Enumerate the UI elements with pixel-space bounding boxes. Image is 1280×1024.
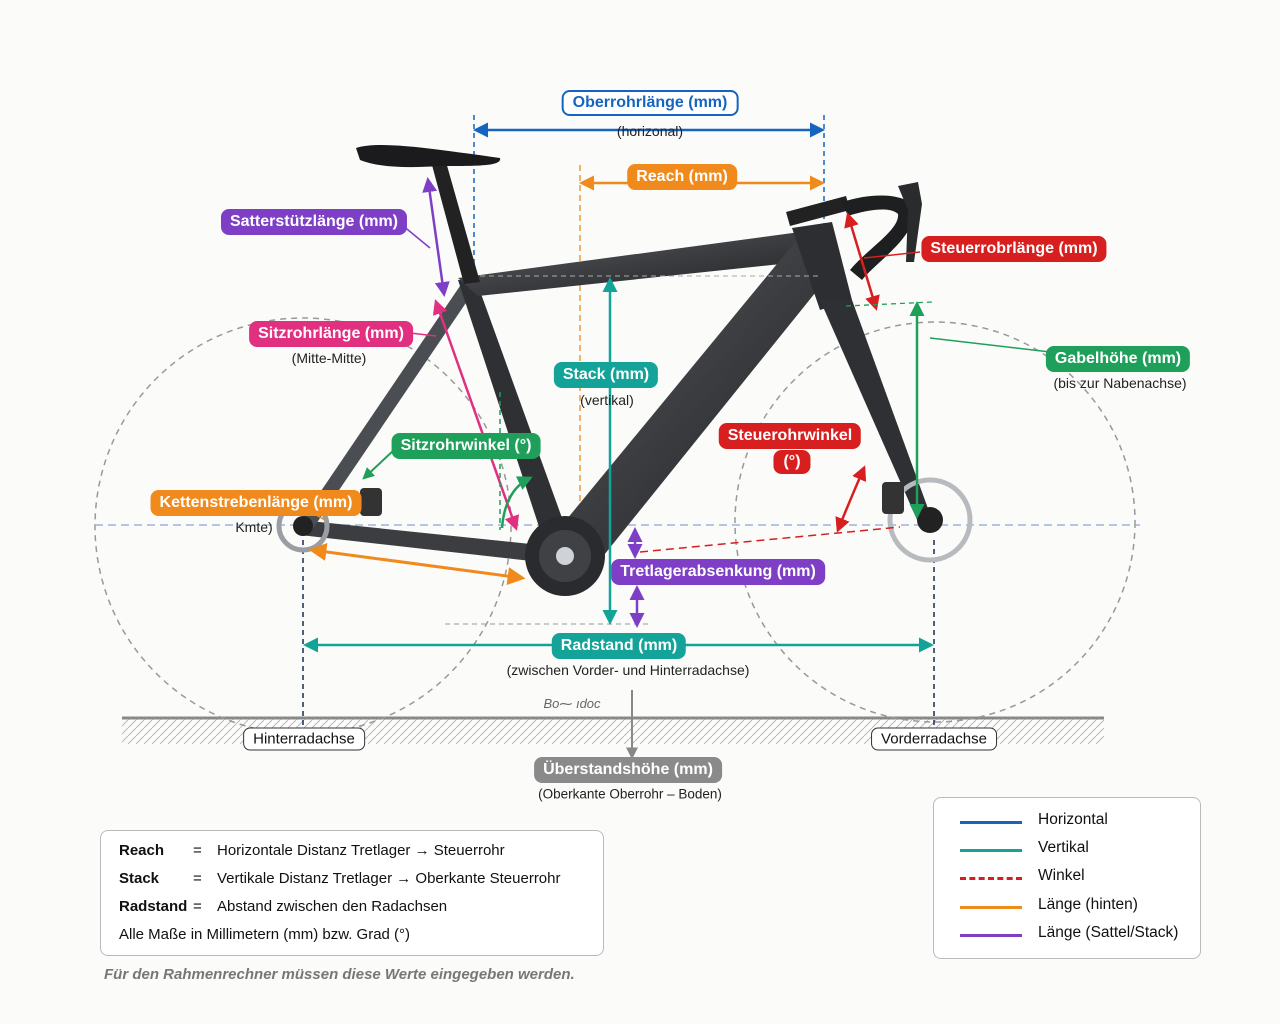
definition-eq: = xyxy=(193,870,202,887)
definition-eq: = xyxy=(193,898,202,915)
definition-eq: = xyxy=(193,842,202,859)
head-angle-label: Steuerohrwinkel xyxy=(718,423,862,449)
standover-label: Überstandshöhe (mm) xyxy=(534,757,722,783)
legend-item-laenge-sattel: Länge (Sattel/Stack) xyxy=(960,924,1190,946)
definition-text: Vertikale Distanz Tretlager → Oberkante … xyxy=(217,870,561,887)
seatpost-arrow xyxy=(422,177,450,297)
seat-angle-arc xyxy=(500,476,533,529)
head-tube-length-arrow xyxy=(844,212,880,311)
standover-sub: (Oberkante Oberrohr – Boden) xyxy=(538,786,722,802)
seat-tube-leader xyxy=(409,332,437,337)
ground-mark-text: Bo⁓ ıdoc xyxy=(543,696,601,711)
legend-swatch xyxy=(960,877,1022,880)
wheelbase-label: Radstand (mm) xyxy=(551,633,687,659)
definition-term: Reach xyxy=(119,842,165,859)
head-angle-unit: (°) xyxy=(773,450,811,474)
fork-top-guide xyxy=(845,301,933,307)
chainstay-arrow xyxy=(308,542,526,586)
seat-angle-label: Sitzrohrwinkel (°) xyxy=(391,433,541,459)
stack-sub: (vertikal) xyxy=(580,392,634,408)
legend-label: Winkel xyxy=(1038,867,1085,884)
definition-term: Stack xyxy=(119,870,160,887)
seat-tube-length-label: Sitzrohrlänge (mm) xyxy=(249,321,413,347)
legend-label: Vertikal xyxy=(1038,839,1089,856)
seatpost-length-label: Satterstützlänge (mm) xyxy=(220,209,408,235)
top-tube-sub: (horizonal) xyxy=(616,123,684,139)
seat-tube-sub: (Mitte-Mitte) xyxy=(291,350,367,366)
wheelbase-sub: (zwischen Vorder- und Hinterradachse) xyxy=(506,662,750,678)
bb-drop-label: Tretlagerabsenkung (mm) xyxy=(611,559,825,585)
chainstay-length-label: Kettenstrebenlänge (mm) xyxy=(150,490,362,516)
definition-text: Abstand zwischen den Radachsen xyxy=(217,898,448,915)
seat-angle-leader xyxy=(362,449,395,480)
fork-height-label: Gabelhöhe (mm) xyxy=(1045,346,1191,372)
legend-swatch xyxy=(960,934,1022,937)
front-axle-label: Vorderradachse xyxy=(871,727,997,751)
top-tube-length-label: Oberrohrlänge (mm) xyxy=(561,90,739,116)
chainstay-sub: Kmte) xyxy=(235,519,273,535)
definition-term: Radstand xyxy=(119,898,188,915)
stack-label: Stack (mm) xyxy=(553,362,659,388)
legend-swatch xyxy=(960,821,1022,824)
head-angle-dashed xyxy=(639,526,901,553)
legend-swatch xyxy=(960,906,1022,909)
legend-item-vertikal: Vertikal xyxy=(960,839,1190,861)
definitions-box: Reach = Horizontale Distanz Tretlager → … xyxy=(100,830,604,956)
front-wheel-outline xyxy=(734,321,1136,723)
definition-text: Horizontale Distanz Tretlager → Steuerro… xyxy=(217,842,505,859)
legend-item-laenge-hinten: Länge (hinten) xyxy=(960,896,1190,918)
seat-tube-length-arrow xyxy=(432,299,520,531)
footer-note: Für den Rahmenrechner müssen diese Werte… xyxy=(104,966,575,983)
head-tube-leader xyxy=(863,251,921,259)
head-angle-arc xyxy=(835,465,867,533)
legend-label: Länge (hinten) xyxy=(1038,896,1138,913)
legend-item-horizontal: Horizontal xyxy=(960,811,1190,833)
legend-item-winkel: Winkel xyxy=(960,867,1190,889)
legend-label: Länge (Sattel/Stack) xyxy=(1038,924,1179,941)
fork-height-sub: (bis zur Nabenachse) xyxy=(1053,375,1187,391)
rear-axle-label: Hinterradachse xyxy=(243,727,365,751)
head-tube-length-label: Steuerrobrlänge (mm) xyxy=(921,236,1107,262)
legend: Horizontal Vertikal Winkel Länge (hinten… xyxy=(933,797,1201,959)
units-note: Alle Maße in Millimetern (mm) bzw. Grad … xyxy=(119,926,411,943)
fork-leader xyxy=(929,337,1051,353)
legend-label: Horizontal xyxy=(1038,811,1108,828)
legend-swatch xyxy=(960,849,1022,852)
reach-label: Reach (mm) xyxy=(627,164,737,190)
